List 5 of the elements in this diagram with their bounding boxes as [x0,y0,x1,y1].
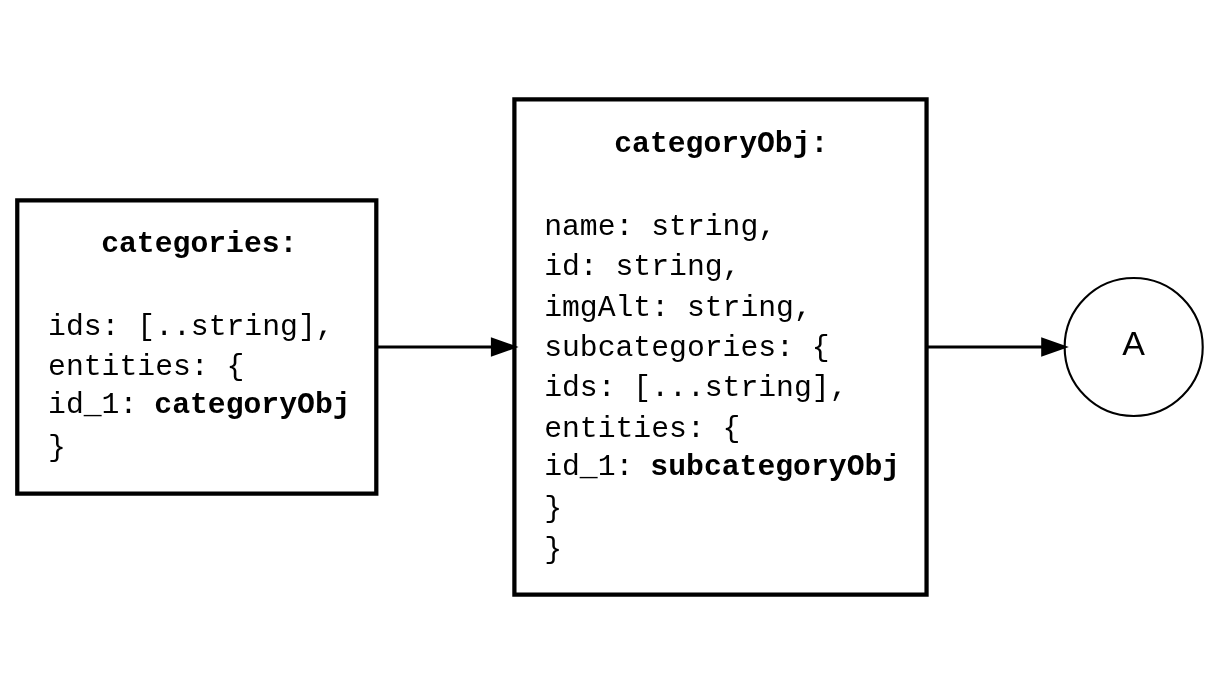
arrow [927,336,1069,357]
arrow [376,336,519,357]
node-box: categoryObj: name: string, id: string, imgAlt: string, subcategories: { ids: [...string], entities: { id_1: subcategoryObj } } [512,96,929,597]
node-box: categories: ids: [..string], entities: { id_1: categoryObj } [15,197,379,496]
node-circle: A [1063,276,1204,417]
